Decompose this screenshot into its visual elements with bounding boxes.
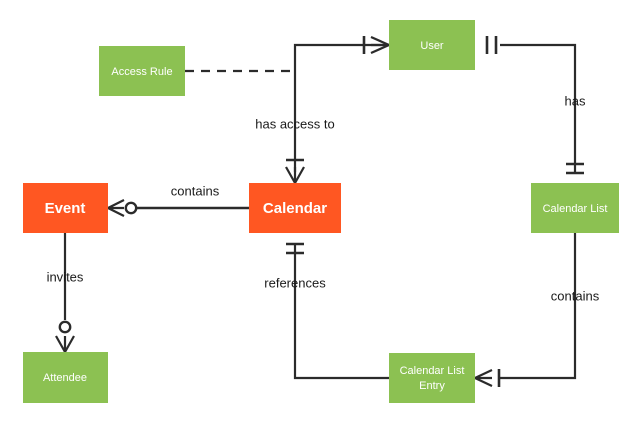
relationship-label-has-access-to: has access to [255, 116, 335, 131]
connector-line [293, 43, 389, 172]
connector-calendar-references-entry[interactable] [286, 242, 389, 380]
relationship-label-contains-list-entry: contains [551, 288, 600, 303]
entity-user-box [389, 20, 475, 70]
entity-event-box [23, 183, 108, 233]
entity-access-rule-box [99, 46, 185, 96]
entity-attendee[interactable]: Attendee [23, 352, 108, 403]
entity-calendar-list-entry[interactable]: Calendar List Entry [389, 353, 475, 403]
entity-event[interactable]: Event [23, 183, 108, 233]
relationship-label-references: references [264, 275, 326, 290]
cardinality-exactly-one-calendar-bottom [286, 242, 304, 255]
connector-line [500, 233, 577, 380]
cardinality-exactly-one-user-right [485, 36, 498, 54]
cardinality-zero-or-many-event-right [107, 199, 138, 217]
cardinality-zero-or-many-attendee-top [55, 320, 75, 353]
connector-line [293, 244, 389, 380]
connector-calendar-list-contains-entry[interactable] [474, 233, 577, 387]
cardinality-exactly-one-calendar-list-top [566, 162, 584, 175]
connector-user-has-calendar-list[interactable] [485, 36, 584, 175]
connector-event-invites-attendee[interactable] [55, 233, 75, 353]
entity-attendee-label: Attendee [43, 372, 87, 384]
entity-calendar-box [249, 183, 341, 233]
cardinality-one-or-many-entry-right [474, 369, 501, 387]
entity-calendar-list-entry-box [389, 353, 475, 403]
entity-calendar-list[interactable]: Calendar List [531, 183, 619, 233]
connector-event-contains-calendar[interactable] [107, 199, 249, 217]
entity-calendar[interactable]: Calendar [249, 183, 341, 233]
entity-calendar-list-entry-label-line1: Calendar List [400, 365, 465, 377]
entity-access-rule[interactable]: Access Rule [99, 46, 185, 96]
relationship-label-contains-event-calendar: contains [171, 183, 220, 198]
entity-user-label: User [420, 40, 444, 52]
entity-attendee-box [23, 352, 108, 403]
cardinality-one-or-many-calendar-top [285, 158, 305, 184]
entity-access-rule-label: Access Rule [111, 66, 172, 78]
relationship-label-has: has [565, 93, 586, 108]
entity-user[interactable]: User [389, 20, 475, 70]
entity-calendar-list-label: Calendar List [543, 203, 608, 215]
cardinality-one-or-many-user-left [362, 35, 390, 55]
entity-calendar-label: Calendar [263, 200, 327, 217]
connector-line [500, 43, 577, 172]
connector-user-has-access-to-calendar[interactable] [285, 35, 390, 184]
entity-calendar-list-entry-label-line2: Entry [419, 380, 445, 392]
entity-event-label: Event [45, 200, 86, 217]
relationship-label-invites: invites [47, 269, 84, 284]
entity-calendar-list-box [531, 183, 619, 233]
